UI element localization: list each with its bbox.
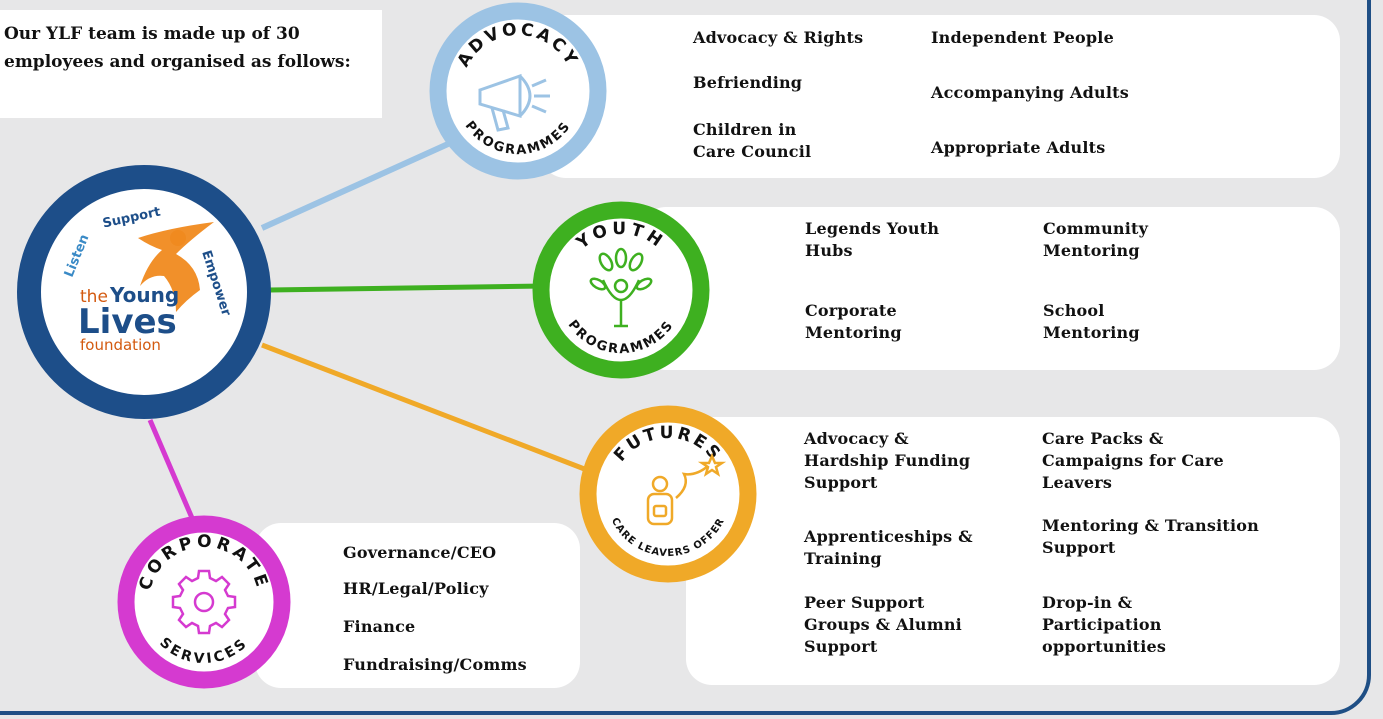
youth-item: School Mentoring xyxy=(1043,301,1140,342)
advocacy-item: Advocacy & Rights xyxy=(693,28,864,47)
advocacy-item: Independent People xyxy=(931,28,1114,47)
advocacy-item: Children in Care Council xyxy=(693,120,812,161)
corporate-item: Finance xyxy=(343,617,416,636)
corporate-card xyxy=(255,523,580,688)
futures-item: Mentoring & Transition Support xyxy=(1042,516,1259,557)
futures-item: Apprenticeships & Training xyxy=(804,527,973,568)
futures-item: Peer Support Groups & Alumni Support xyxy=(804,593,962,656)
advocacy-card xyxy=(540,15,1340,178)
futures-connector xyxy=(261,342,601,478)
youth-item: Community Mentoring xyxy=(1043,219,1149,260)
corporate-item: Governance/CEO xyxy=(343,543,497,562)
futures-item: Care Packs & Campaigns for Care Leavers xyxy=(1042,429,1224,492)
advocacy-item: Appropriate Adults xyxy=(931,138,1106,157)
futures-item: Advocacy & Hardship Funding Support xyxy=(804,429,971,492)
youth-item: Corporate Mentoring xyxy=(805,301,902,342)
youth-item: Legends Youth Hubs xyxy=(805,219,940,260)
futures-item: Drop-in & Participation opportunities xyxy=(1042,593,1167,656)
youth-card xyxy=(640,207,1340,370)
intro-text-box: Our YLF team is made up of 30 employees … xyxy=(0,10,382,118)
advocacy-item: Befriending xyxy=(693,73,803,92)
youth-connector xyxy=(269,283,546,293)
corporate-item: Fundraising/Comms xyxy=(343,655,527,674)
advocacy-item: Accompanying Adults xyxy=(931,83,1129,102)
intro-text: Our YLF team is made up of 30 employees … xyxy=(4,24,351,72)
advocacy-connector xyxy=(260,141,450,231)
corporate-connector xyxy=(147,419,198,526)
futures-card xyxy=(686,417,1340,685)
corporate-item: HR/Legal/Policy xyxy=(343,579,489,598)
